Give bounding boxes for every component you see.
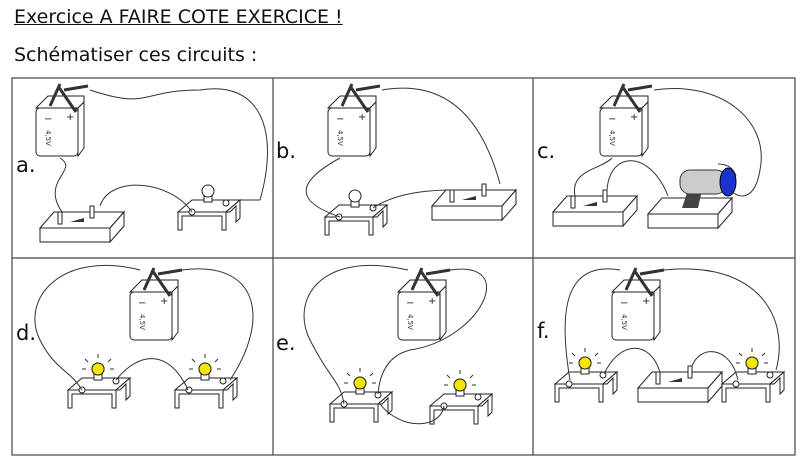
battery-plus: + xyxy=(428,296,436,307)
battery-voltage: 4,5V xyxy=(608,130,616,146)
circuit-label: a. xyxy=(16,153,36,177)
lamp-lit-icon xyxy=(175,354,237,408)
circuit-label: c. xyxy=(537,139,555,163)
circuit-c: c. − + 4,5V xyxy=(537,82,762,229)
battery-icon: − + 4,5V xyxy=(396,266,452,342)
battery-icon: − + 4,5V xyxy=(34,82,90,158)
lamp-lit-icon xyxy=(722,348,784,402)
battery-voltage: 4,5V xyxy=(138,314,146,330)
lamp-icon xyxy=(177,184,241,231)
lamp-lit-icon xyxy=(555,348,617,402)
switch-icon xyxy=(552,189,638,227)
exercise-subtitle: Schématiser ces circuits : xyxy=(14,44,258,66)
battery-minus: − xyxy=(406,298,414,309)
battery-minus: − xyxy=(44,114,52,125)
battery-icon: − + 4,5V xyxy=(610,266,666,342)
battery-plus: + xyxy=(66,112,74,123)
exercise-title: Exercice A FAIRE COTE EXERCICE ! xyxy=(14,6,343,28)
lamp-lit-icon xyxy=(330,368,392,422)
lamp-icon xyxy=(324,189,388,236)
battery-minus: − xyxy=(336,114,344,125)
battery-plus: + xyxy=(160,296,168,307)
circuit-label: b. xyxy=(276,139,296,163)
battery-voltage: 4,5V xyxy=(620,314,628,330)
switch-icon xyxy=(39,205,125,243)
battery-plus: + xyxy=(358,112,366,123)
grid-lines xyxy=(11,77,796,456)
battery-voltage: 4,5V xyxy=(44,130,52,146)
battery-icon: − + 4,5V xyxy=(598,82,654,158)
circuit-d: d. − + 4,5V xyxy=(16,264,254,408)
battery-plus: + xyxy=(630,112,638,123)
battery-minus: − xyxy=(608,114,616,125)
battery-icon: − + 4,5V xyxy=(326,82,382,158)
lamp-lit-icon xyxy=(68,354,130,408)
battery-voltage: 4,5V xyxy=(406,314,414,330)
switch-icon xyxy=(637,365,723,403)
battery-minus: − xyxy=(620,298,628,309)
switch-icon xyxy=(431,183,517,221)
circuit-e: e. − + 4,5V xyxy=(276,264,492,424)
circuit-label: d. xyxy=(16,321,36,345)
circuit-b: b. − + 4,5V xyxy=(276,82,517,236)
motor-icon xyxy=(647,163,737,229)
battery-plus: + xyxy=(642,296,650,307)
battery-icon: − + 4,5V xyxy=(128,266,184,342)
circuit-label: f. xyxy=(537,319,550,343)
battery-minus: − xyxy=(138,298,146,309)
circuit-f: f. − + 4,5V xyxy=(537,266,784,403)
circuit-label: e. xyxy=(276,331,296,355)
battery-voltage: 4,5V xyxy=(336,130,344,146)
circuit-a: a. − + 4,5V xyxy=(16,82,268,243)
